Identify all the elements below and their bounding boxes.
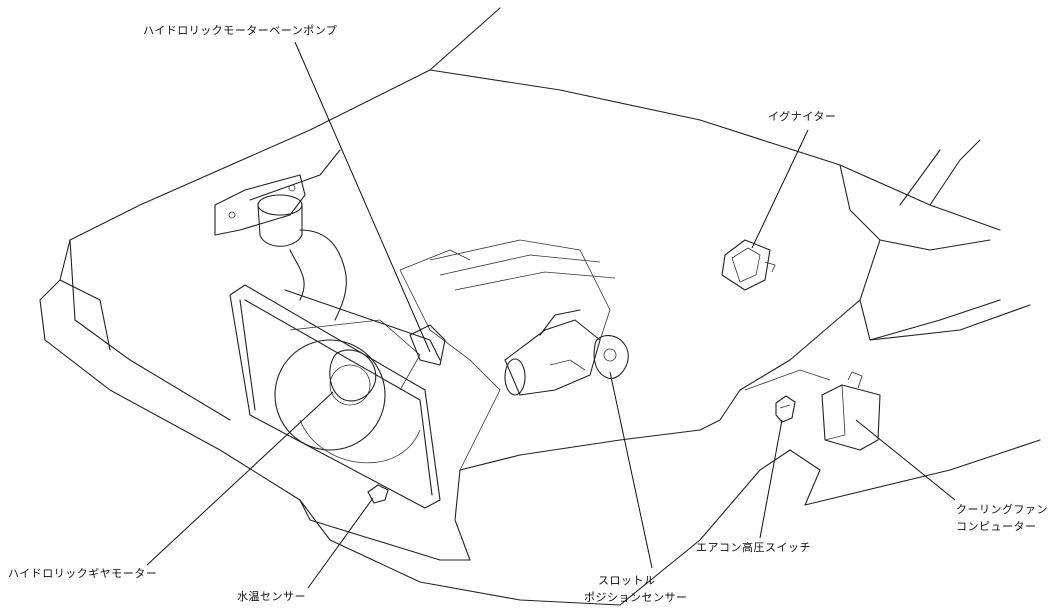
igniter-part bbox=[721, 239, 776, 291]
label-hydraulic-motor-vane-pump: ハイドロリックモーターベーンポンプ bbox=[143, 24, 338, 37]
radiator bbox=[229, 284, 446, 509]
label-throttle-position-sensor-line1: スロットル bbox=[598, 574, 656, 587]
label-igniter: イグナイター bbox=[768, 110, 837, 123]
cooling-fan-computer-part bbox=[821, 371, 881, 451]
label-cooling-fan-computer-line2: コンピューター bbox=[956, 520, 1037, 533]
label-ac-high-pressure-switch: エアコン高圧スイッチ bbox=[696, 541, 811, 554]
reservoir-tank bbox=[214, 174, 347, 321]
water-temp-sensor-part bbox=[367, 484, 389, 504]
label-water-temp-sensor: 水温センサー bbox=[237, 590, 306, 603]
label-cooling-fan-computer-line1: クーリングファン bbox=[956, 503, 1048, 516]
leader-lines bbox=[146, 41, 956, 589]
throttle-body bbox=[504, 309, 629, 396]
label-hydraulic-gear-motor: ハイドロリックギヤモーター bbox=[8, 567, 158, 580]
label-throttle-position-sensor-line2: ポジションセンサー bbox=[584, 591, 688, 604]
car-body-outline bbox=[39, 7, 1041, 606]
ac-switch-part bbox=[775, 395, 796, 423]
